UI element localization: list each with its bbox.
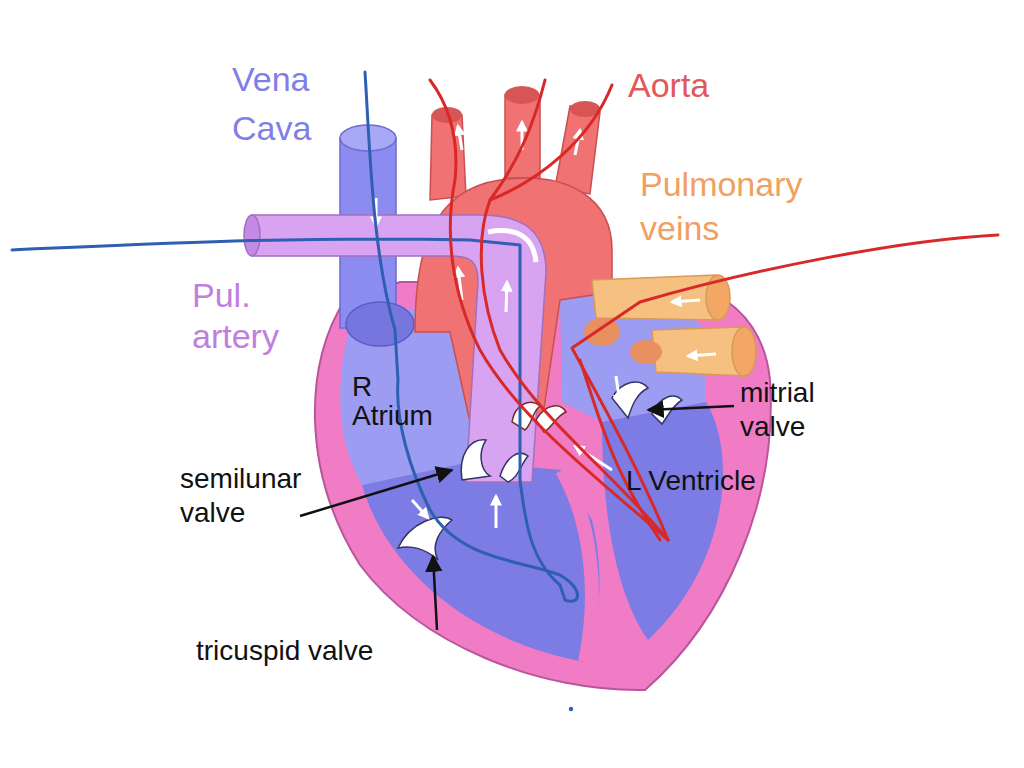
- right-ventricle: [362, 462, 599, 662]
- chamber-label: R Atrium: [352, 372, 452, 431]
- vessel-label: Pulmonary veins: [640, 162, 855, 250]
- chamber-label: L Ventricle: [626, 466, 756, 495]
- vessel-label: Pul. artery: [192, 275, 304, 357]
- valve-label: tricuspid valve: [196, 636, 373, 667]
- valve-label: semilunar valve: [180, 462, 330, 529]
- stray-dot: [569, 707, 573, 711]
- pulmonary-veins: [584, 275, 756, 376]
- valve-label: mitrial valve: [740, 376, 858, 443]
- vessel-label: Vena Cava: [232, 55, 342, 154]
- hand-drawn-paths: [12, 72, 998, 601]
- septum: [562, 470, 592, 662]
- leader-arrows: [300, 406, 734, 630]
- vessel-label: Aorta: [628, 66, 788, 104]
